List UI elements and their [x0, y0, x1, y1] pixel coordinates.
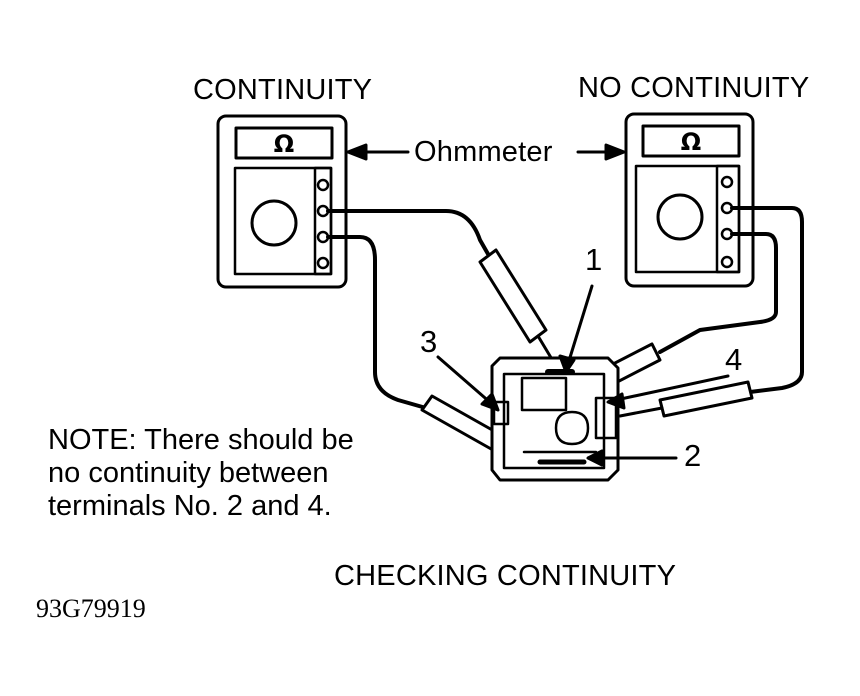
note-line: terminals No. 2 and 4. [48, 490, 332, 522]
ohm-symbol: Ω [274, 130, 294, 158]
switch-connector-icon [490, 356, 620, 482]
continuity-label: CONTINUITY [193, 74, 373, 106]
test-leads [326, 206, 804, 410]
note-line: NOTE: There should be [48, 424, 354, 456]
ohmmeter-icon: Ω [216, 114, 348, 289]
terminal-1-label: 1 [585, 242, 603, 277]
ohm-symbol: Ω [681, 128, 701, 156]
terminal-4-label: 4 [725, 342, 743, 377]
note-text: NOTE: There should be no continuity betw… [48, 424, 354, 523]
terminal-2-label: 2 [684, 438, 702, 473]
no-continuity-label: NO CONTINUITY [578, 72, 810, 104]
ohmmeter-icon: Ω [624, 112, 755, 288]
terminal-3-label: 3 [420, 324, 438, 359]
ohmmeter-label: Ohmmeter [414, 136, 553, 168]
test-probe-icon [420, 248, 754, 470]
terminal-callouts [436, 284, 730, 467]
diagram-caption: CHECKING CONTINUITY [334, 560, 677, 592]
ohmmeter-pointer-arrows [346, 143, 626, 161]
note-line: no continuity between [48, 457, 329, 489]
figure-code: 93G79919 [36, 594, 146, 623]
